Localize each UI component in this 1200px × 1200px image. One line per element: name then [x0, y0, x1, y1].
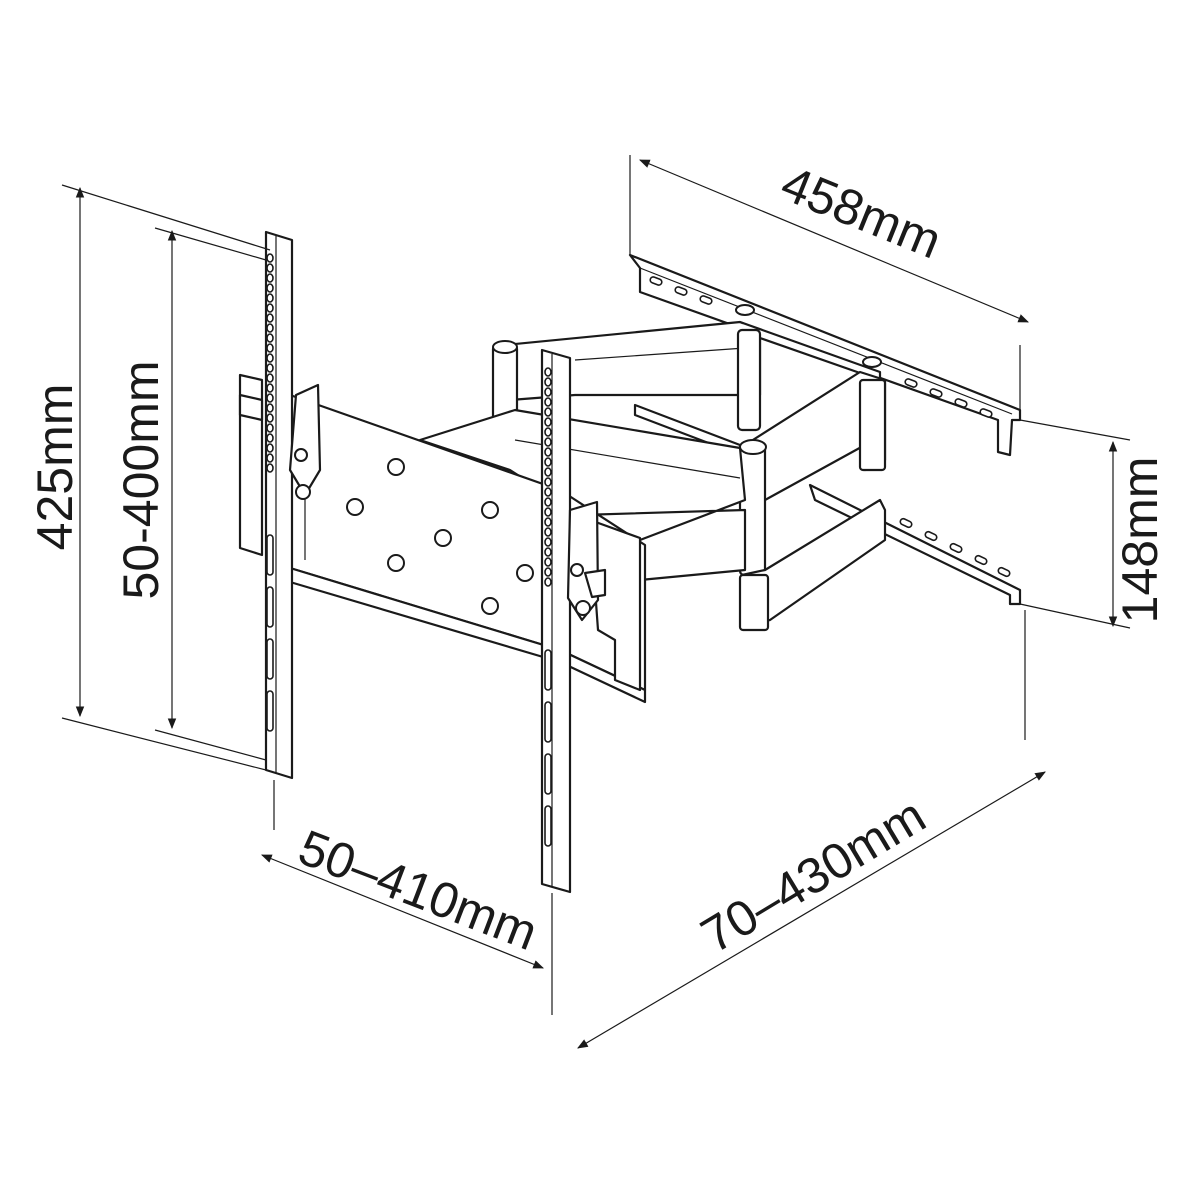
bracket-hole	[544, 387, 552, 397]
bracket-slot	[266, 534, 274, 576]
bolt-icon	[346, 498, 364, 516]
dim-vesa-vertical: 50-400mm	[113, 361, 169, 600]
bracket-hole	[266, 283, 274, 293]
bracket-slot	[544, 753, 552, 795]
bracket-hole	[544, 537, 552, 547]
bracket-hole	[544, 577, 552, 587]
bracket-hole	[266, 313, 274, 323]
dim-wall-plate-height: 148mm	[1112, 457, 1168, 624]
right-vertical-bracket	[540, 348, 607, 894]
left-vertical-bracket	[264, 230, 322, 780]
bolt-icon	[481, 501, 499, 519]
bracket-hole	[544, 457, 552, 467]
bracket-hole	[266, 373, 274, 383]
bolt-icon	[387, 554, 405, 572]
bolt-icon	[481, 597, 499, 615]
bracket-slot	[544, 805, 552, 847]
bracket-hole	[266, 393, 274, 403]
bracket-hole	[266, 363, 274, 373]
bracket-hole	[544, 407, 552, 417]
bracket-hole	[544, 367, 552, 377]
bolt-icon	[387, 458, 405, 476]
bracket-hole	[266, 453, 274, 463]
bracket-hole	[544, 477, 552, 487]
bracket-hole	[544, 427, 552, 437]
dim-overall-height: 425mm	[27, 384, 83, 551]
bolt-icon	[862, 356, 882, 368]
bracket-hole	[266, 293, 274, 303]
bracket-hole	[266, 343, 274, 353]
bracket-hole	[544, 487, 552, 497]
bracket-hole	[266, 273, 274, 283]
bracket-hole	[266, 353, 274, 363]
dimension-lines	[61, 155, 1131, 1049]
bolt-icon	[434, 529, 452, 547]
mounting-bolts	[346, 458, 534, 615]
bracket-slot	[544, 649, 552, 691]
bracket-slot	[544, 701, 552, 743]
wall-plate-bottom-slots	[899, 517, 1011, 578]
bracket-hole	[266, 413, 274, 423]
bracket-hole	[544, 547, 552, 557]
bracket-hole	[544, 517, 552, 527]
bracket-hole	[544, 557, 552, 567]
bracket-slot	[266, 638, 274, 680]
bracket-hole	[544, 567, 552, 577]
bracket-hole	[266, 263, 274, 273]
bracket-hole	[544, 507, 552, 517]
articulating-arms	[418, 320, 887, 632]
bracket-slot	[266, 690, 274, 732]
bracket-hole	[266, 443, 274, 453]
bracket-hole	[544, 527, 552, 537]
dim-vesa-horizontal: 50–410mm	[291, 819, 545, 961]
bracket-hole	[266, 323, 274, 333]
bracket-hole	[544, 377, 552, 387]
bracket-hole	[544, 467, 552, 477]
bracket-hole	[544, 497, 552, 507]
bracket-hole	[544, 417, 552, 427]
dim-extension: 70–430mm	[692, 787, 935, 964]
bolt-icon	[516, 564, 534, 582]
bracket-hole	[266, 423, 274, 433]
bracket-hole	[544, 447, 552, 457]
bracket-hole	[266, 433, 274, 443]
bracket-hole	[266, 303, 274, 313]
bracket-slot	[266, 586, 274, 628]
bracket-hole	[544, 397, 552, 407]
bracket-hole	[266, 403, 274, 413]
bracket-hole	[266, 333, 274, 343]
bracket-hole	[266, 253, 274, 263]
left-clamp	[238, 373, 264, 557]
bracket-hole	[266, 383, 274, 393]
bolt-icon	[735, 304, 755, 316]
bracket-hole	[266, 463, 274, 473]
bracket-hole	[544, 437, 552, 447]
